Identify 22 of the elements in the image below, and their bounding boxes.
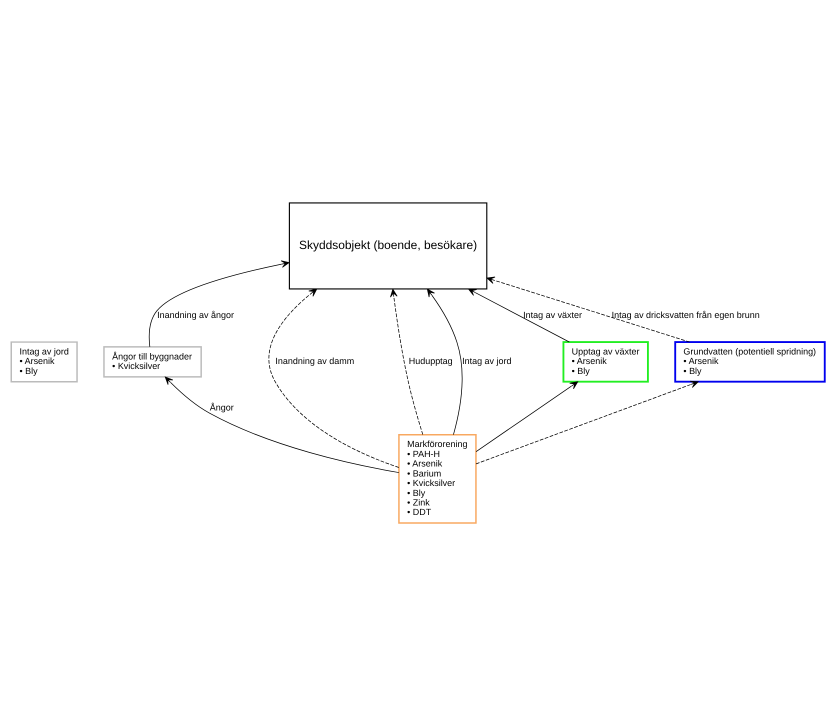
- arrow: [426, 288, 462, 436]
- node-box: Intag av jord • Arsenik • Bly: [10, 341, 78, 382]
- edge-label: Intag av dricksvatten från egen brunn: [612, 310, 760, 320]
- node-box: Markförorening • PAH-H • Arsenik • Barium • Kvicksilver • Bly • Zink • DDT: [398, 434, 477, 524]
- edge-label: Intag av jord: [462, 356, 512, 366]
- node-box: Grundvatten (potentiell spridning) • Arsenik • Bly: [674, 341, 826, 383]
- edge-label: Intag av växter: [523, 310, 582, 320]
- arrow: [468, 288, 570, 342]
- node-box: Upptag av växter • Arsenik • Bly: [562, 341, 649, 383]
- edge-label: Inandning av ångor: [157, 310, 234, 320]
- node-box: Ångor till byggnader • Kvicksilver: [103, 346, 202, 378]
- edge-label: Hudupptag: [408, 356, 453, 366]
- arrow: [148, 260, 290, 348]
- arrow: [390, 288, 424, 435]
- edge-label: Ångor: [210, 402, 234, 413]
- arrow: [476, 381, 578, 452]
- arrow: [476, 380, 699, 464]
- arrow: [164, 376, 400, 473]
- arrow: [268, 288, 400, 468]
- node-box: Skyddsobjekt (boende, besökare): [288, 202, 488, 290]
- edge-label: Inandning av damm: [275, 356, 354, 366]
- arrow: [486, 276, 690, 342]
